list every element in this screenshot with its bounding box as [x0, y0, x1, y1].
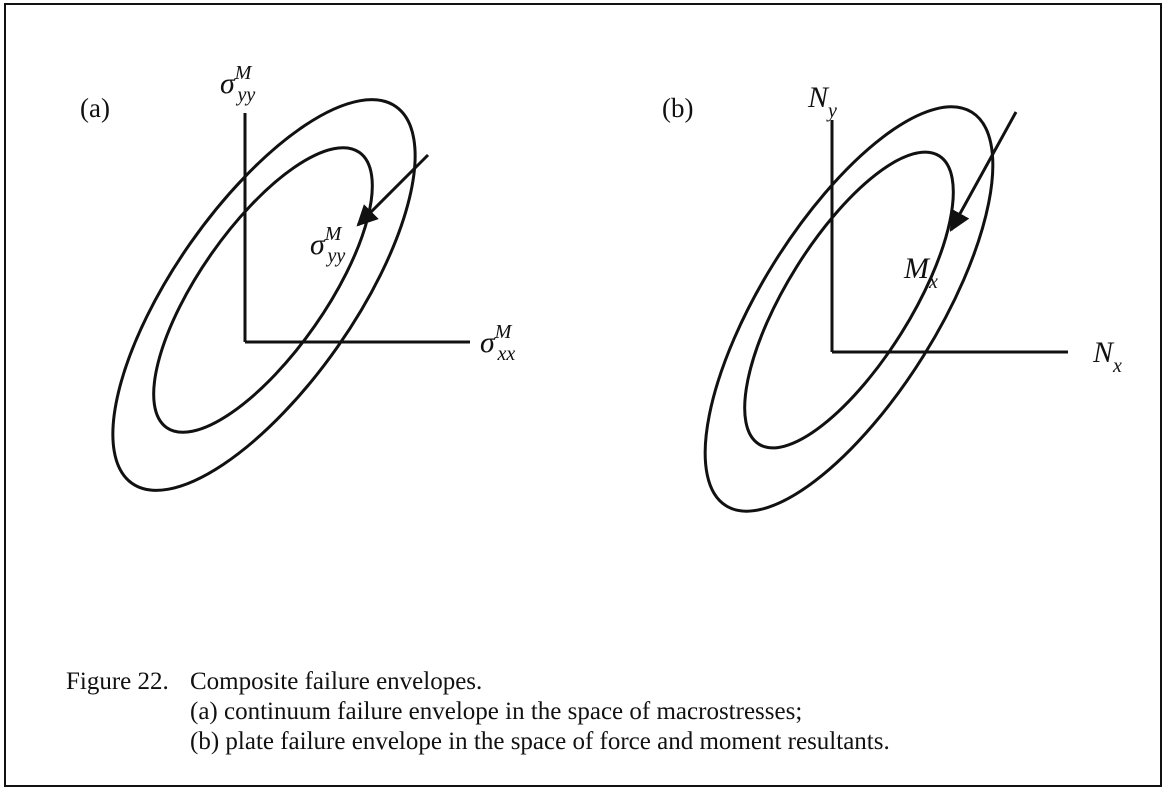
- panel-a-inner-envelope: [152, 146, 374, 434]
- panel-b-inner-envelope: [743, 150, 955, 450]
- figure-border: [4, 3, 1162, 787]
- caption-title: Composite failure envelopes.: [190, 668, 483, 695]
- panel-b-arrow: [949, 111, 1018, 232]
- caption-line-a: (a) continuum failure envelope in the sp…: [190, 698, 803, 725]
- caption-line-b: (b) plate failure envelope in the space …: [190, 728, 890, 755]
- panel-b-x-axis-label: Nx: [1092, 336, 1122, 377]
- panel-a-arrow: [356, 153, 430, 227]
- panel-a-outer-envelope: [111, 98, 417, 492]
- panel-b: (b) Ny Nx Mx: [662, 81, 1122, 513]
- panel-a-label: (a): [80, 93, 110, 123]
- panel-b-arrow-label: Mx: [903, 252, 938, 293]
- figure-number: Figure 22.: [66, 668, 169, 695]
- panel-b-y-axis-label: Ny: [807, 81, 837, 122]
- panel-b-outer-envelope: [703, 105, 995, 513]
- caption-title-line: Figure 22. Composite failure envelopes.: [66, 667, 1156, 697]
- panel-b-label: (b): [662, 93, 693, 123]
- figure-caption: Figure 22. Composite failure envelopes. (…: [66, 667, 1156, 757]
